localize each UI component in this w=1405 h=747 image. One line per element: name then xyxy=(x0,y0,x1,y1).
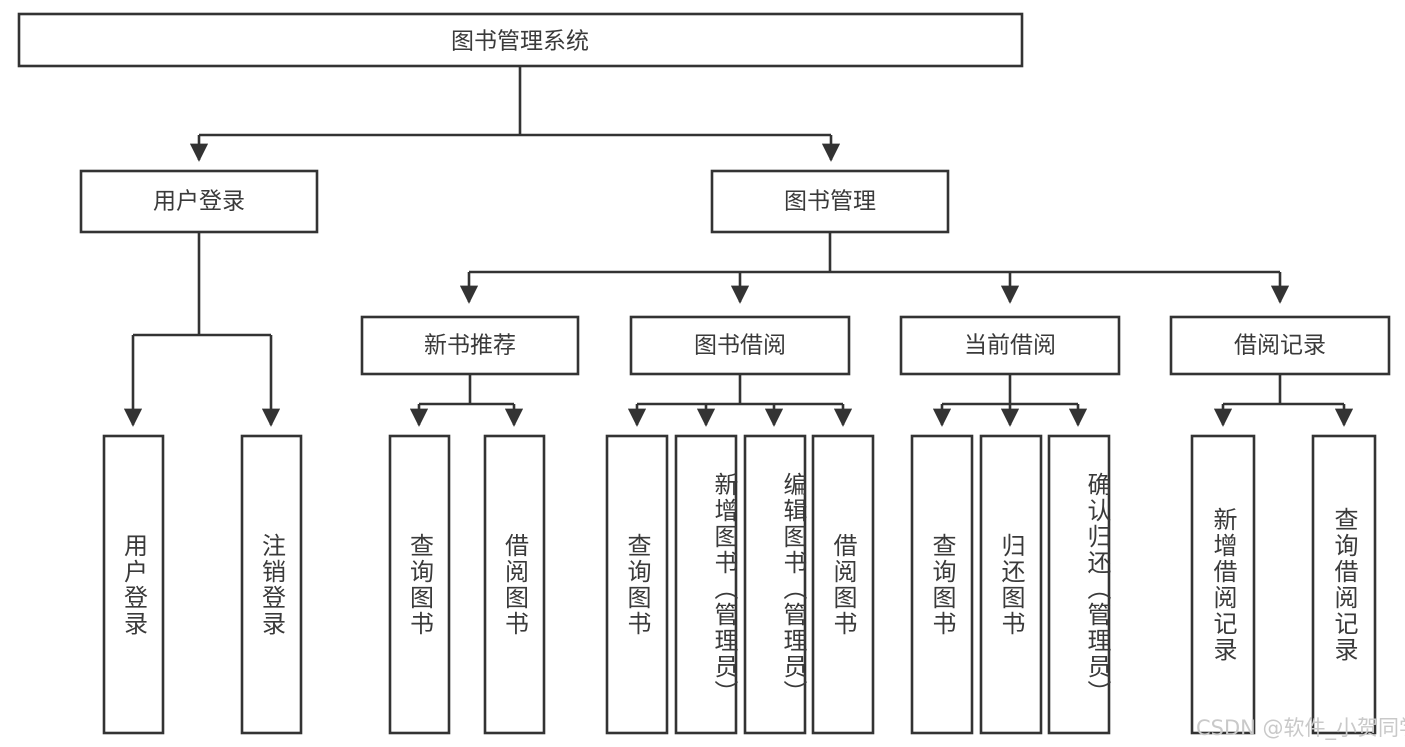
connector-borrow-record-to-leaves xyxy=(1213,374,1354,427)
leaf-box-borrow-book-rec[interactable] xyxy=(483,434,546,735)
node-user-login[interactable]: 用户登录 xyxy=(79,169,319,234)
leaf-box-query-book-rec[interactable] xyxy=(388,434,451,735)
book-borrow-label: 图书借阅 xyxy=(694,333,786,359)
leaf-box-add-borrow-record[interactable] xyxy=(1190,434,1256,735)
leaf-box-edit-book-admin[interactable] xyxy=(743,434,807,735)
borrow-record-label: 借阅记录 xyxy=(1234,333,1326,359)
node-root[interactable]: 图书管理系统 xyxy=(17,12,1024,68)
connector-new-book-recommend-to-leaves xyxy=(409,374,524,427)
connector-current-borrow-to-leaves xyxy=(932,374,1088,427)
node-borrow-record[interactable]: 借阅记录 xyxy=(1169,315,1391,376)
leaf-box-query-book-current[interactable] xyxy=(910,434,974,735)
new-book-recommend-box[interactable] xyxy=(360,315,580,376)
connector-book-borrow-to-leaves xyxy=(627,374,853,427)
leaf-box-return-book[interactable] xyxy=(979,434,1043,735)
user-login-box[interactable] xyxy=(79,169,319,234)
current-borrow-label: 当前借阅 xyxy=(964,333,1056,359)
connector-user-login-to-leaves xyxy=(123,232,281,427)
leaf-box-borrow-book[interactable] xyxy=(811,434,875,735)
connector-root-to-level2 xyxy=(189,66,841,162)
user-login-label: 用户登录 xyxy=(153,189,245,215)
current-borrow-box[interactable] xyxy=(899,315,1121,376)
node-current-borrow[interactable]: 当前借阅 xyxy=(899,315,1121,376)
connector-book-management-to-level3 xyxy=(459,232,1290,304)
watermark-label: CSDN @软件_小贺同学 xyxy=(1196,716,1405,741)
leaf-box-confirm-return-admin[interactable] xyxy=(1047,434,1111,735)
new-book-recommend-label: 新书推荐 xyxy=(424,333,516,359)
leaf-box-query-borrow-record[interactable] xyxy=(1311,434,1377,735)
node-new-book-recommend[interactable]: 新书推荐 xyxy=(360,315,580,376)
root-box[interactable] xyxy=(17,12,1024,68)
leaf-box-add-book-admin[interactable] xyxy=(674,434,738,735)
book-management-label: 图书管理 xyxy=(784,189,876,215)
leaf-box-query-book-borrow[interactable] xyxy=(605,434,669,735)
leaf-box-logout[interactable] xyxy=(240,434,303,735)
node-book-borrow[interactable]: 图书借阅 xyxy=(629,315,851,376)
node-book-management[interactable]: 图书管理 xyxy=(710,169,950,234)
leaf-box-user-login[interactable] xyxy=(102,434,165,735)
root-label: 图书管理系统 xyxy=(451,29,589,55)
